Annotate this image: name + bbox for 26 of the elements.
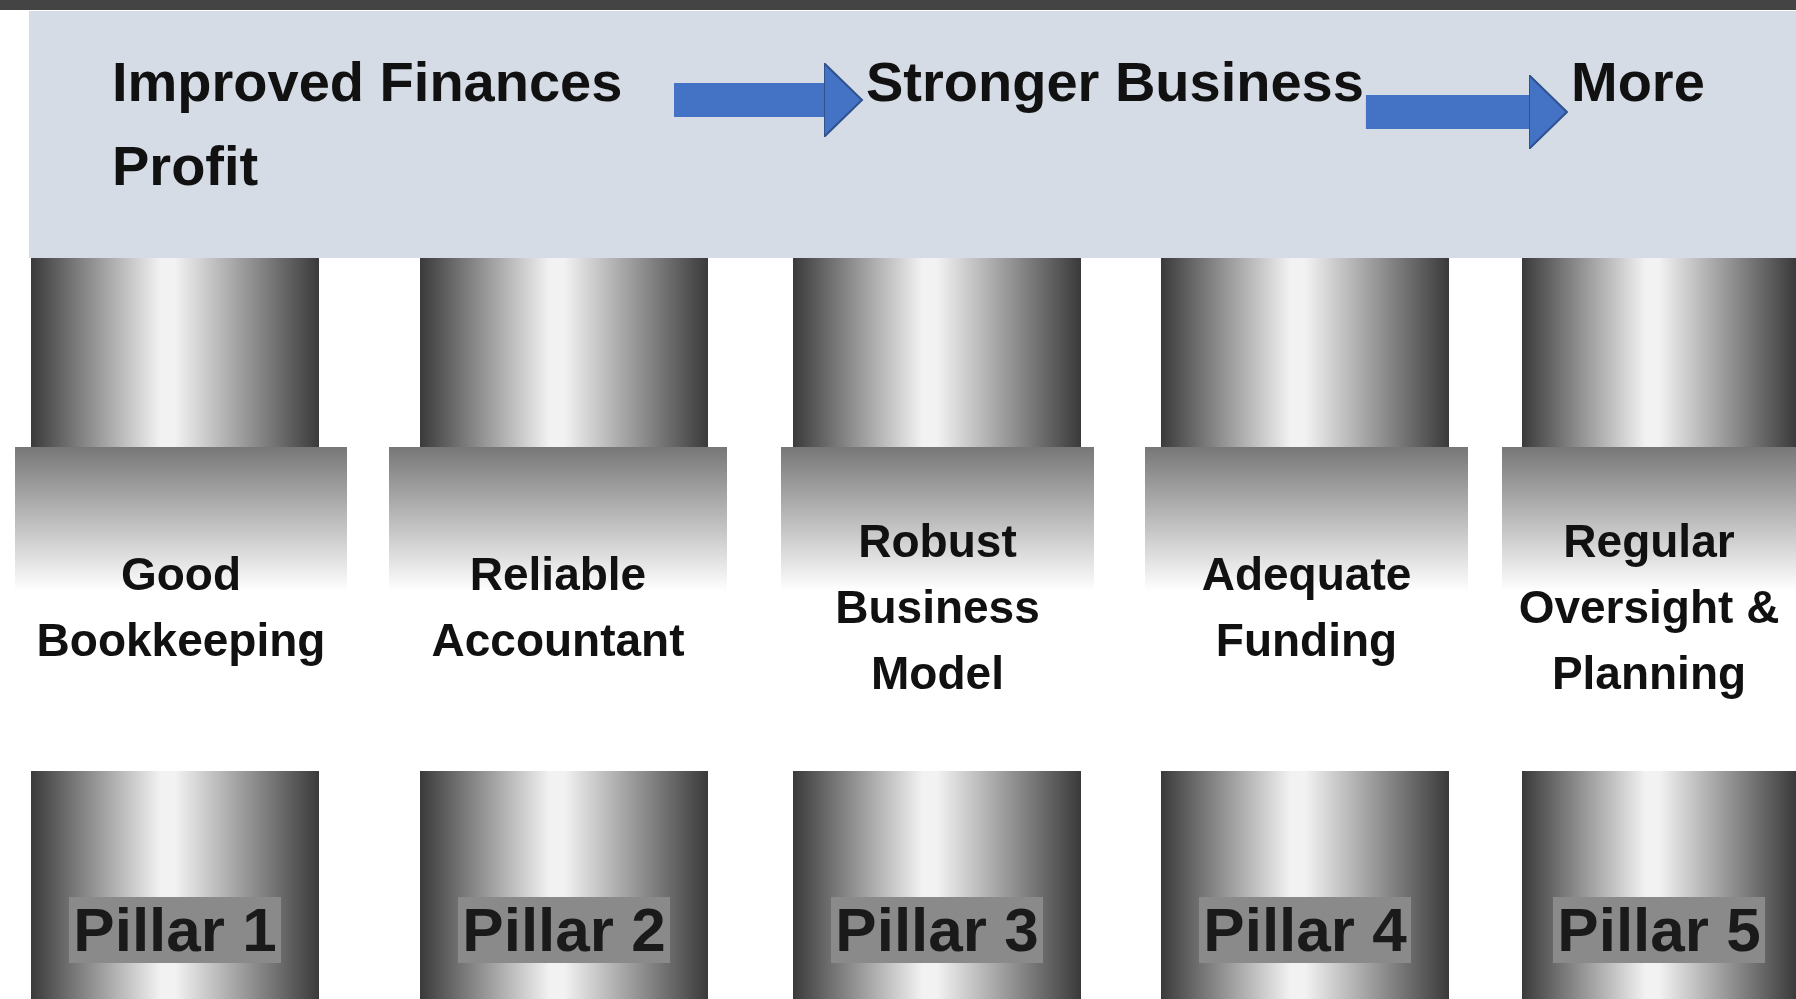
column-shaft bbox=[31, 258, 319, 447]
pillar-label: Reliable Accountant bbox=[430, 547, 686, 668]
column-shaft bbox=[420, 258, 708, 447]
heading-text: Improved Finances Profit bbox=[112, 49, 624, 199]
column-shaft bbox=[1161, 771, 1449, 999]
column-shaft bbox=[793, 258, 1081, 447]
column-shaft bbox=[31, 771, 319, 999]
pillar-number: Pillar 4 bbox=[1199, 897, 1411, 963]
column-shaft bbox=[1522, 258, 1796, 447]
pillar-label: Regular Oversight & Planning bbox=[1517, 514, 1781, 701]
heading-text: Stronger Business bbox=[866, 49, 1364, 115]
pillar-number: Pillar 2 bbox=[458, 897, 670, 963]
column-shaft bbox=[1522, 771, 1796, 999]
pillar-label: Adequate Funding bbox=[1200, 547, 1413, 668]
banner-band bbox=[29, 11, 1796, 258]
column-shaft bbox=[793, 771, 1081, 999]
column-shaft bbox=[1161, 258, 1449, 447]
pillar-label: Robust Business Model bbox=[834, 514, 1041, 701]
block-arrow bbox=[674, 62, 863, 138]
pillar-number: Pillar 3 bbox=[831, 897, 1043, 963]
heading-text: More bbox=[1571, 49, 1705, 115]
pillar-number: Pillar 5 bbox=[1553, 897, 1765, 963]
column-shaft bbox=[420, 771, 708, 999]
block-arrow bbox=[1365, 74, 1568, 150]
pillar-label: Good Bookkeeping bbox=[35, 547, 327, 668]
pillar-number: Pillar 1 bbox=[69, 897, 281, 963]
